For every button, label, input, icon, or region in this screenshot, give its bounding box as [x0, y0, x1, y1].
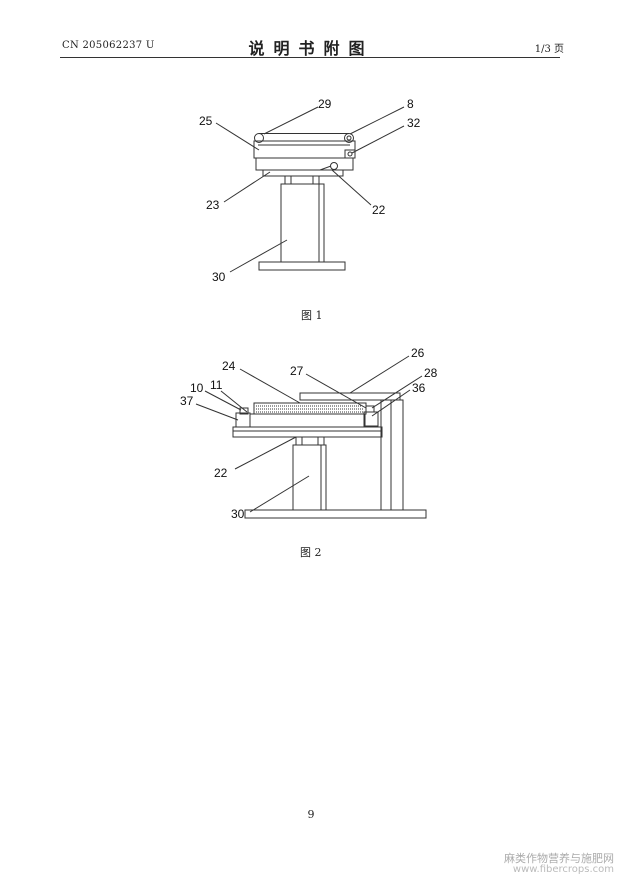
- fig1-label-30: 30: [212, 270, 226, 284]
- fig2-label-30: 30: [231, 507, 245, 521]
- fig2-leader-30: [249, 475, 310, 513]
- fig1-lower-plate: [262, 169, 344, 177]
- fig1-support-block-right: [312, 175, 320, 185]
- fig2-leader-37: [195, 403, 239, 421]
- fig2-label-24: 24: [222, 359, 236, 373]
- figure-1-caption: 图 1: [301, 309, 323, 322]
- fig2-label-28: 28: [424, 366, 438, 380]
- fig1-leader-8: [349, 106, 405, 135]
- fig1-leader-22: [331, 169, 372, 206]
- fig2-leader-24: [239, 368, 301, 404]
- fig2-label-26: 26: [411, 346, 425, 360]
- fig1-leader-29: [263, 106, 319, 135]
- fig1-middle-block: [255, 157, 354, 171]
- figure-1-drawing: [215, 106, 405, 273]
- fig2-leader-26: [349, 355, 410, 394]
- page-number: 9: [307, 808, 315, 821]
- fig2-label-11: 11: [210, 378, 223, 392]
- figure-2-labels: 24 26 27 28 10 11 36 37 22 30: [180, 346, 438, 521]
- fig1-label-29: 29: [318, 97, 332, 111]
- fig2-label-22: 22: [214, 466, 228, 480]
- fig2-label-37: 37: [180, 394, 194, 408]
- fig2-label-27: 27: [290, 364, 304, 378]
- fig1-bracket-pin: [347, 151, 353, 157]
- fig1-small-wheel: [330, 162, 338, 170]
- fig1-side-bracket: [344, 149, 356, 159]
- figure-1-labels: 29 8 25 32 23 22 30: [199, 97, 421, 284]
- fig1-label-25: 25: [199, 114, 213, 128]
- fig1-upper-platform: [253, 140, 356, 159]
- fig2-leader-28: [371, 375, 423, 409]
- fig1-support-block-left: [284, 175, 292, 185]
- fig2-support-block-right: [317, 436, 325, 446]
- fig2-leader-27: [305, 373, 367, 409]
- header-rule: [60, 57, 560, 58]
- watermark-title: 麻类作物营养与施肥网: [504, 852, 614, 865]
- fig1-leader-30: [229, 239, 288, 273]
- fig2-leader-36: [371, 389, 411, 417]
- fig2-leader-10: [204, 390, 242, 411]
- fig2-lower-plate: [232, 426, 383, 438]
- page-indicator: 1/3 页: [534, 44, 564, 55]
- figure-2-caption: 图 2: [300, 546, 322, 559]
- fig1-label-23: 23: [206, 198, 220, 212]
- fig1-wheel-arm: [319, 165, 332, 171]
- fig2-conveyor: [253, 402, 367, 415]
- figure-2-drawing: [195, 355, 427, 519]
- fig2-left-cap: [239, 407, 249, 415]
- fig1-leader-32: [351, 125, 405, 154]
- fig1-base-plate: [258, 261, 346, 271]
- fig2-label-10: 10: [190, 381, 204, 395]
- fig2-label-36: 36: [412, 381, 426, 395]
- fig1-label-32: 32: [407, 116, 421, 130]
- fig2-middle-platform: [249, 413, 366, 428]
- fig2-column: [292, 444, 327, 511]
- fig1-leader-23: [223, 171, 271, 203]
- fig1-leader-25: [215, 122, 260, 151]
- fig2-support-block-left: [295, 436, 303, 446]
- fig2-leader-11: [220, 390, 248, 413]
- patent-number: CN 205062237 U: [62, 40, 155, 51]
- fig2-left-block: [235, 412, 251, 428]
- fig2-side-frame: [380, 399, 404, 511]
- page-title: 说明书附图: [248, 39, 374, 58]
- fig2-leader-22: [234, 436, 297, 470]
- fig1-roller-right-hub: [346, 135, 352, 141]
- fig2-base-plate: [244, 509, 427, 519]
- fig1-column: [280, 183, 325, 263]
- watermark-url: www.fibercrops.com: [512, 864, 614, 875]
- fig1-label-8: 8: [407, 97, 414, 111]
- fig1-label-22: 22: [372, 203, 386, 217]
